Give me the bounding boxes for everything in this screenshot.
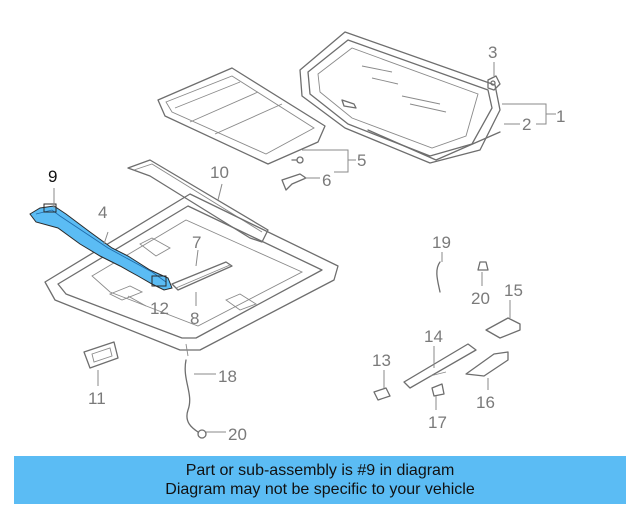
callout-18: 18 — [218, 367, 237, 386]
callout-17: 17 — [428, 413, 447, 432]
part-19-hose — [436, 261, 441, 293]
part-18-drain-tube — [184, 359, 207, 439]
part-17-clip — [431, 383, 445, 397]
part-11-bracket — [83, 341, 119, 369]
callout-7: 7 — [192, 233, 201, 252]
callout-20-bottom: 20 — [228, 425, 247, 444]
callout-20-right: 20 — [471, 289, 490, 308]
part-20-grommet-right — [477, 261, 489, 271]
callout-19: 19 — [432, 233, 451, 252]
sunshade-panel — [157, 67, 326, 165]
callout-10: 10 — [210, 163, 229, 182]
glass-panel-assembly — [299, 31, 501, 164]
part-16-cable — [465, 351, 509, 377]
part-13-clip — [373, 387, 391, 401]
callout-2: 2 — [522, 115, 531, 134]
callout-12: 12 — [150, 299, 169, 318]
callout-14: 14 — [424, 327, 443, 346]
parts-diagram: 1 2 3 4 5 6 7 8 9 10 11 12 13 14 15 16 1… — [29, 31, 565, 444]
callout-4: 4 — [98, 203, 107, 222]
info-banner: Part or sub-assembly is #9 in diagram Di… — [14, 456, 626, 504]
part-15-bracket — [485, 317, 521, 339]
callout-1: 1 — [556, 107, 565, 126]
callout-15: 15 — [504, 281, 523, 300]
part-3-clip — [487, 75, 501, 91]
callout-16: 16 — [476, 393, 495, 412]
callout-labels: 1 2 3 4 5 6 7 8 9 10 11 12 13 14 15 16 1… — [48, 43, 565, 444]
part-5-6-hardware — [281, 156, 307, 191]
leader-lines — [53, 62, 556, 433]
sunroof-housing-4 — [44, 193, 339, 357]
part-9-drain-hose — [29, 203, 173, 291]
callout-6: 6 — [322, 171, 331, 190]
callout-13: 13 — [372, 351, 391, 370]
callout-11: 11 — [88, 389, 106, 408]
callout-9: 9 — [48, 167, 57, 186]
banner-line-2: Diagram may not be specific to your vehi… — [165, 481, 475, 498]
guide-rail-7-8 — [171, 261, 233, 291]
banner-line-1: Part or sub-assembly is #9 in diagram — [185, 462, 455, 479]
callout-8: 8 — [190, 309, 199, 328]
callout-3: 3 — [488, 43, 497, 62]
part-14-motor — [403, 343, 477, 389]
callout-5: 5 — [357, 151, 366, 170]
